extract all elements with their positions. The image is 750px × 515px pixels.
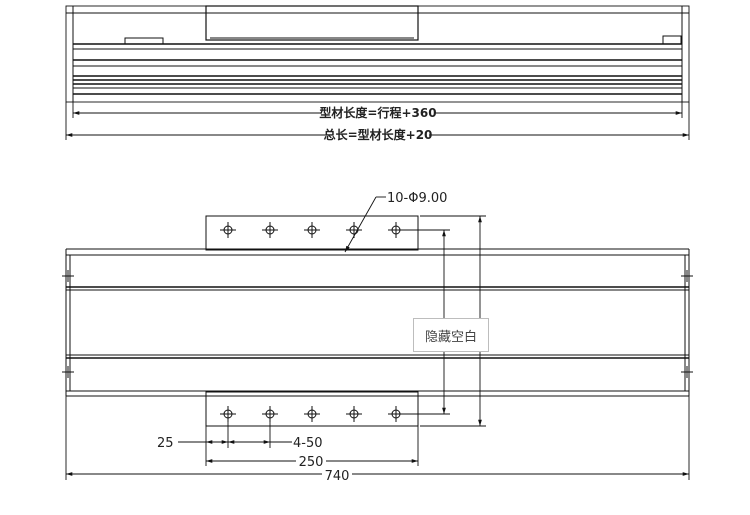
total-length-label: 总长=型材长度+20 — [324, 127, 433, 142]
dim-740-label: 740 — [325, 469, 350, 484]
top-view — [65, 5, 690, 103]
profile-length-label: 型材长度=行程+360 — [319, 105, 436, 120]
hidden-blank-box: 隐藏空白 — [413, 318, 489, 352]
bottom-view — [62, 215, 693, 427]
hole-callout-leader — [344, 196, 386, 253]
bottom-dimensions — [65, 396, 690, 480]
dim-4-50-label: 4-50 — [293, 436, 323, 451]
mounting-holes-lower — [220, 406, 404, 422]
dim-25-label: 25 — [157, 436, 174, 451]
mounting-holes-upper — [220, 222, 404, 238]
dim-250-label: 250 — [299, 455, 324, 470]
hidden-blank-label: 隐藏空白 — [424, 329, 477, 345]
hole-spec-label: 10-Φ9.00 — [387, 191, 447, 206]
